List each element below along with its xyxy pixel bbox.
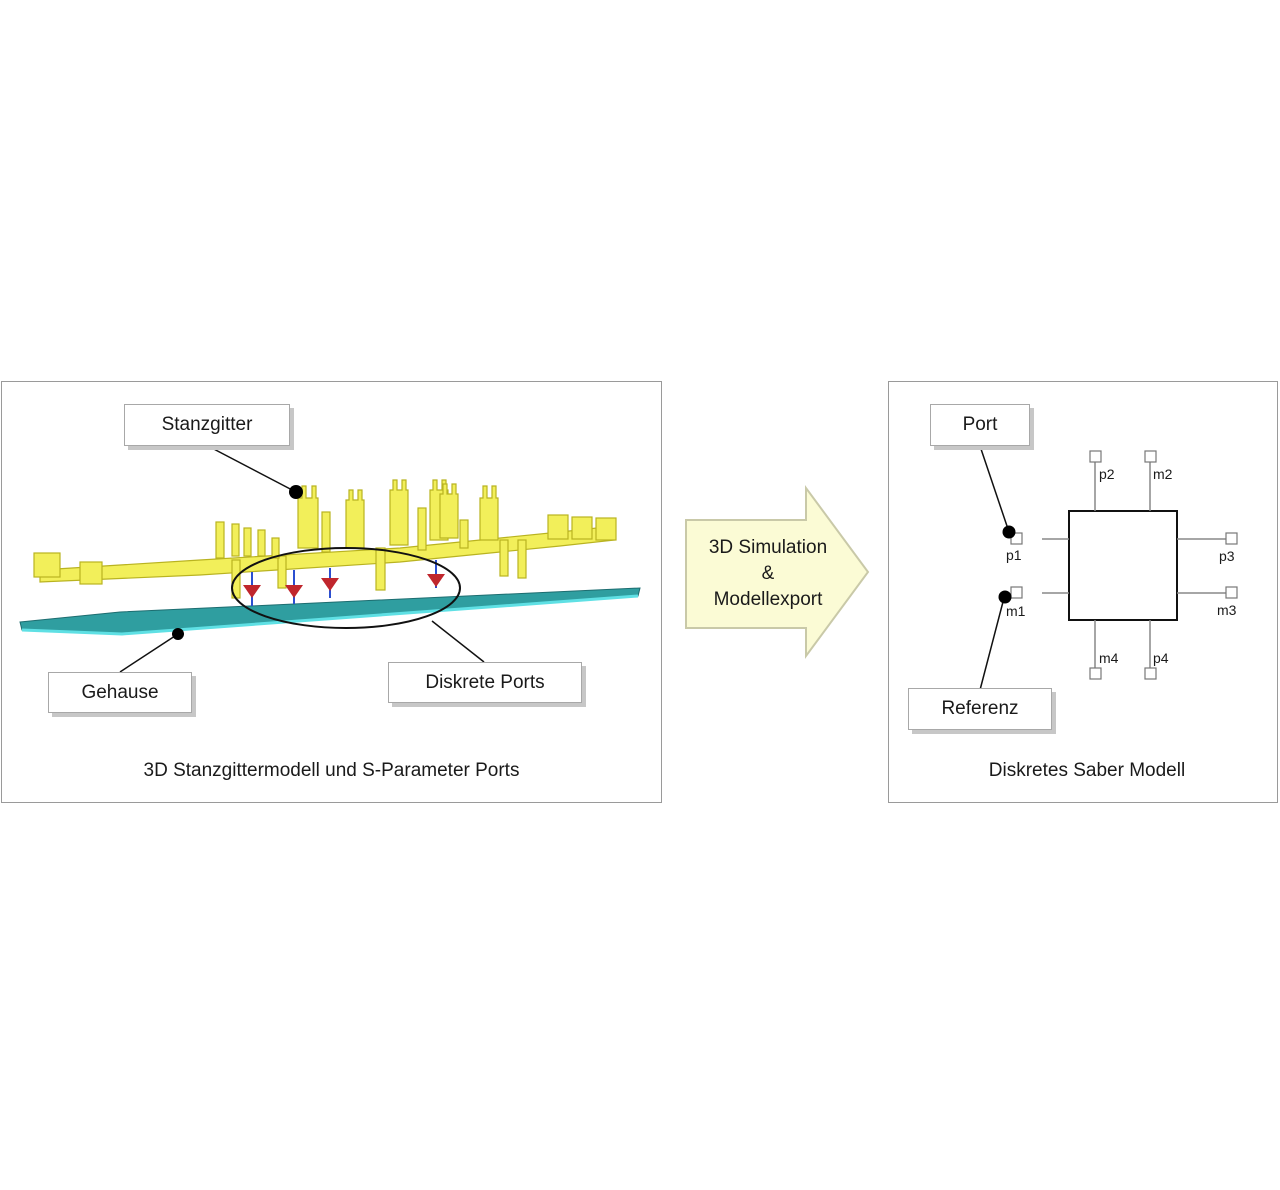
arrow-text: 3D Simulation & Modellexport <box>690 535 846 613</box>
housing-plate <box>19 587 641 636</box>
pin-label-p3: p3 <box>1219 548 1235 564</box>
port-marker <box>243 572 261 606</box>
callout-dots <box>172 485 303 640</box>
diskrete-ports-label-text: Diskrete Ports <box>425 671 545 693</box>
saber-model-panel <box>888 381 1278 803</box>
port-label-text: Port <box>962 414 998 435</box>
pin-p3 <box>1225 532 1238 545</box>
pin-label-m2: m2 <box>1153 466 1173 482</box>
pin-m4 <box>1089 667 1102 680</box>
port-label: Port <box>930 404 1030 446</box>
pin-label-p4: p4 <box>1153 650 1169 666</box>
right-panel-caption: Diskretes Saber Modell <box>988 760 1186 781</box>
pin-label-p1: p1 <box>1006 547 1022 563</box>
port-marker <box>285 570 303 604</box>
port-dot <box>1002 525 1016 539</box>
pin-label-p2: p2 <box>1099 466 1115 482</box>
port-marker <box>427 560 445 588</box>
referenz-label-text: Referenz <box>941 698 1019 719</box>
port-markers <box>243 560 445 606</box>
pin-p2 <box>1089 450 1102 463</box>
pin-p4 <box>1144 667 1157 680</box>
pin-m1 <box>1010 586 1023 599</box>
referenz-dot <box>998 590 1012 604</box>
diskrete-ports-label: Diskrete Ports <box>388 662 582 703</box>
gehaeuse-label-text: Gehause <box>81 681 159 703</box>
left-panel-caption: 3D Stanzgittermodell und S-Parameter Por… <box>143 760 520 781</box>
gehaeuse-label: Gehause <box>48 672 192 713</box>
pin-label-m1: m1 <box>1006 603 1026 619</box>
pin-m3 <box>1225 586 1238 599</box>
saber-schematic <box>979 445 1238 691</box>
ports-highlight-ellipse <box>231 547 461 629</box>
arrow-text-line2: & <box>761 563 775 584</box>
arrow-text-line1: 3D Simulation <box>708 537 828 558</box>
stanzgitter-label-text: Stanzgitter <box>161 414 253 435</box>
port-marker <box>321 568 339 598</box>
referenz-label: Referenz <box>908 688 1052 730</box>
process-arrow <box>685 484 870 660</box>
gehaeuse-dot <box>172 628 184 640</box>
leadframe-body <box>33 479 617 599</box>
stanzgitter-dot <box>289 485 303 499</box>
callout-leaders <box>119 445 485 673</box>
pin-label-m4: m4 <box>1099 650 1119 666</box>
arrow-text-line3: Modellexport <box>713 589 823 610</box>
stanzgitter-label: Stanzgitter <box>124 404 290 446</box>
pin-m2 <box>1144 450 1157 463</box>
model-block <box>1068 510 1178 621</box>
pin-label-m3: m3 <box>1217 602 1237 618</box>
pin-p1 <box>1010 532 1023 545</box>
